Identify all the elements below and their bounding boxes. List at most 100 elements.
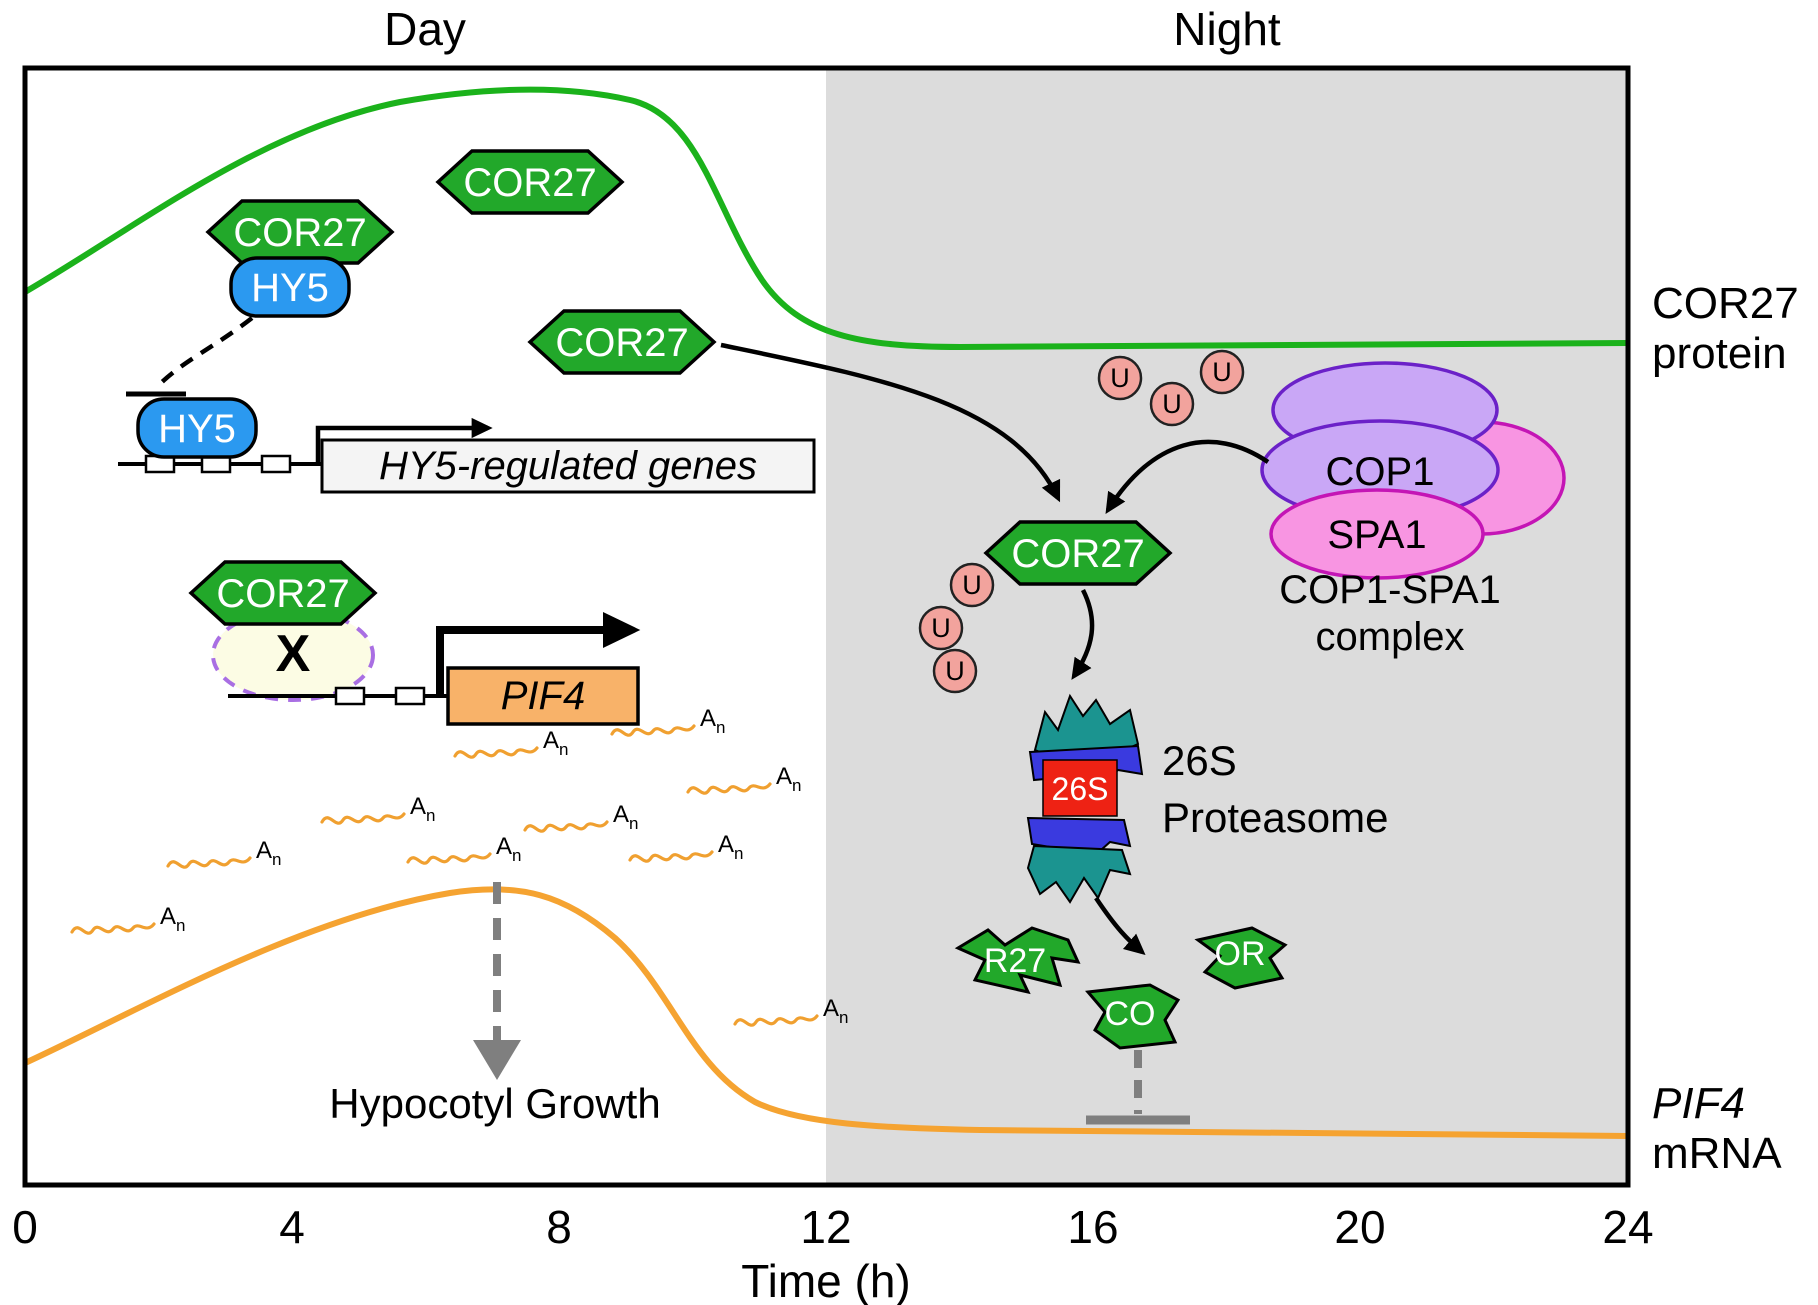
polyA-label: A bbox=[256, 837, 272, 864]
hy5-shape bbox=[229, 256, 351, 318]
proteasome-core bbox=[1042, 759, 1118, 817]
hy5-bound: HY5 bbox=[229, 256, 351, 318]
mrna-squiggle bbox=[166, 856, 252, 869]
growth-arrowhead bbox=[473, 1040, 521, 1080]
polyA-sub: n bbox=[559, 740, 568, 759]
spa1-ellipse bbox=[1269, 488, 1485, 580]
polyA-label: A bbox=[700, 705, 716, 732]
fragment-label: CO bbox=[1105, 995, 1156, 1033]
cor27-protein-curve bbox=[23, 86, 1629, 351]
svg-text:An: An bbox=[700, 705, 725, 737]
hy5-label: HY5 bbox=[251, 266, 329, 310]
ubiquitin: U bbox=[918, 605, 964, 651]
pif4-gene-box bbox=[446, 666, 640, 726]
mrna-molecule: An bbox=[453, 727, 568, 759]
spa1-label: SPA1 bbox=[1327, 513, 1426, 557]
fragment-label: OR bbox=[1215, 935, 1266, 973]
cor27-fragment: R27 bbox=[954, 926, 1081, 995]
svg-text:An: An bbox=[823, 995, 848, 1027]
mrna-squiggle bbox=[610, 724, 696, 737]
ubiquitin-circle bbox=[1149, 381, 1195, 427]
transcription-arrow-hy5-genes bbox=[315, 417, 493, 464]
mrna-squiggle bbox=[523, 820, 609, 833]
tick-20: 20 bbox=[1334, 1201, 1385, 1253]
polyA-label: A bbox=[613, 801, 629, 828]
svg-text:An: An bbox=[613, 801, 638, 833]
polyA-label: A bbox=[160, 903, 176, 930]
polyA-sub: n bbox=[734, 844, 743, 863]
complex-label-line2: complex bbox=[1316, 615, 1465, 659]
ubiquitin-circle bbox=[1097, 355, 1143, 401]
cop1-label: COP1 bbox=[1326, 450, 1435, 494]
cor27-hexagon-pif4: COR27 bbox=[189, 560, 377, 626]
tick-24: 24 bbox=[1602, 1201, 1653, 1253]
mrna-molecule: An bbox=[733, 995, 848, 1027]
arrow-complex-to-cor27 bbox=[1105, 439, 1270, 514]
cor27-hexagon-transport: COR27 bbox=[528, 309, 716, 375]
polyA-label: A bbox=[718, 831, 734, 858]
ubiquitin: U bbox=[949, 562, 995, 608]
polyA-sub: n bbox=[512, 846, 521, 865]
polyA-sub: n bbox=[176, 916, 185, 935]
night-header: Night bbox=[1173, 3, 1281, 55]
mrna-squiggle bbox=[70, 922, 156, 935]
mrna-squiggle bbox=[406, 852, 492, 865]
transcription-arrow-pif4 bbox=[436, 611, 641, 696]
proteasome-26s: 26S bbox=[1026, 693, 1144, 904]
proteasome-label-line1: 26S bbox=[1162, 737, 1237, 784]
mrna-molecule: An bbox=[686, 763, 801, 795]
cor27-label: COR27 bbox=[233, 211, 366, 255]
cor27-protein-label-line1: COR27 bbox=[1652, 279, 1799, 328]
mrna-squiggle bbox=[733, 1014, 819, 1027]
inhibition-line-hy5 bbox=[158, 316, 254, 386]
polyA-label: A bbox=[496, 833, 512, 860]
polyA-sub: n bbox=[426, 806, 435, 825]
svg-text:An: An bbox=[543, 727, 568, 759]
polyA-label: A bbox=[410, 793, 426, 820]
day-header: Day bbox=[384, 3, 466, 55]
svg-text:An: An bbox=[718, 831, 743, 863]
promoter-element bbox=[334, 686, 366, 706]
mrna-molecule: An bbox=[523, 801, 638, 833]
ubiquitin-label: U bbox=[1162, 389, 1182, 419]
tick-12: 12 bbox=[800, 1201, 851, 1253]
promoter-element bbox=[260, 454, 292, 474]
tick-8: 8 bbox=[546, 1201, 572, 1253]
svg-text:An: An bbox=[496, 833, 521, 865]
hypocotyl-growth-label: Hypocotyl Growth bbox=[329, 1080, 660, 1127]
mrna-molecule: An bbox=[406, 833, 521, 865]
proteasome-cap-bottom bbox=[1026, 844, 1132, 904]
cor27-label: COR27 bbox=[463, 161, 596, 205]
cor27-label: COR27 bbox=[216, 572, 349, 616]
polyA-sub: n bbox=[839, 1008, 848, 1027]
polyA-sub: n bbox=[629, 814, 638, 833]
ubiquitin-circle bbox=[932, 648, 978, 694]
polyA-label: A bbox=[543, 727, 559, 754]
polyA-sub: n bbox=[792, 776, 801, 795]
ubiquitin-label: U bbox=[931, 613, 951, 643]
mrna-molecule: An bbox=[166, 837, 281, 869]
proteasome-core-label: 26S bbox=[1052, 771, 1109, 807]
mrna-molecule: An bbox=[628, 831, 743, 863]
x-block-label: X bbox=[276, 625, 311, 683]
ubiquitin-circle bbox=[1199, 349, 1245, 395]
ubiquitin: U bbox=[932, 648, 978, 694]
x-axis-label: Time (h) bbox=[741, 1255, 911, 1305]
mrna-molecule: An bbox=[320, 793, 435, 825]
hy5-genes-box bbox=[320, 438, 816, 494]
ubiquitin-label: U bbox=[1110, 363, 1130, 393]
ubiquitin-label: U bbox=[945, 656, 965, 686]
hy5-genes-label: HY5-regulated genes bbox=[379, 444, 757, 488]
polyA-sub: n bbox=[272, 850, 281, 869]
cor27-label: COR27 bbox=[555, 321, 688, 365]
polyA-label: A bbox=[823, 995, 839, 1022]
pif4-mrna-curve bbox=[23, 886, 1629, 1139]
pif4-mrna-label-line2: mRNA bbox=[1652, 1129, 1782, 1178]
ubiquitin: U bbox=[1199, 349, 1245, 395]
arrow-cor27-to-night bbox=[720, 342, 1061, 503]
plot-border bbox=[22, 65, 1631, 1188]
ubiquitin-circle bbox=[918, 605, 964, 651]
tick-4: 4 bbox=[279, 1201, 305, 1253]
arrow-proteasome-to-fragments bbox=[1094, 896, 1146, 956]
tick-0: 0 bbox=[12, 1201, 38, 1253]
